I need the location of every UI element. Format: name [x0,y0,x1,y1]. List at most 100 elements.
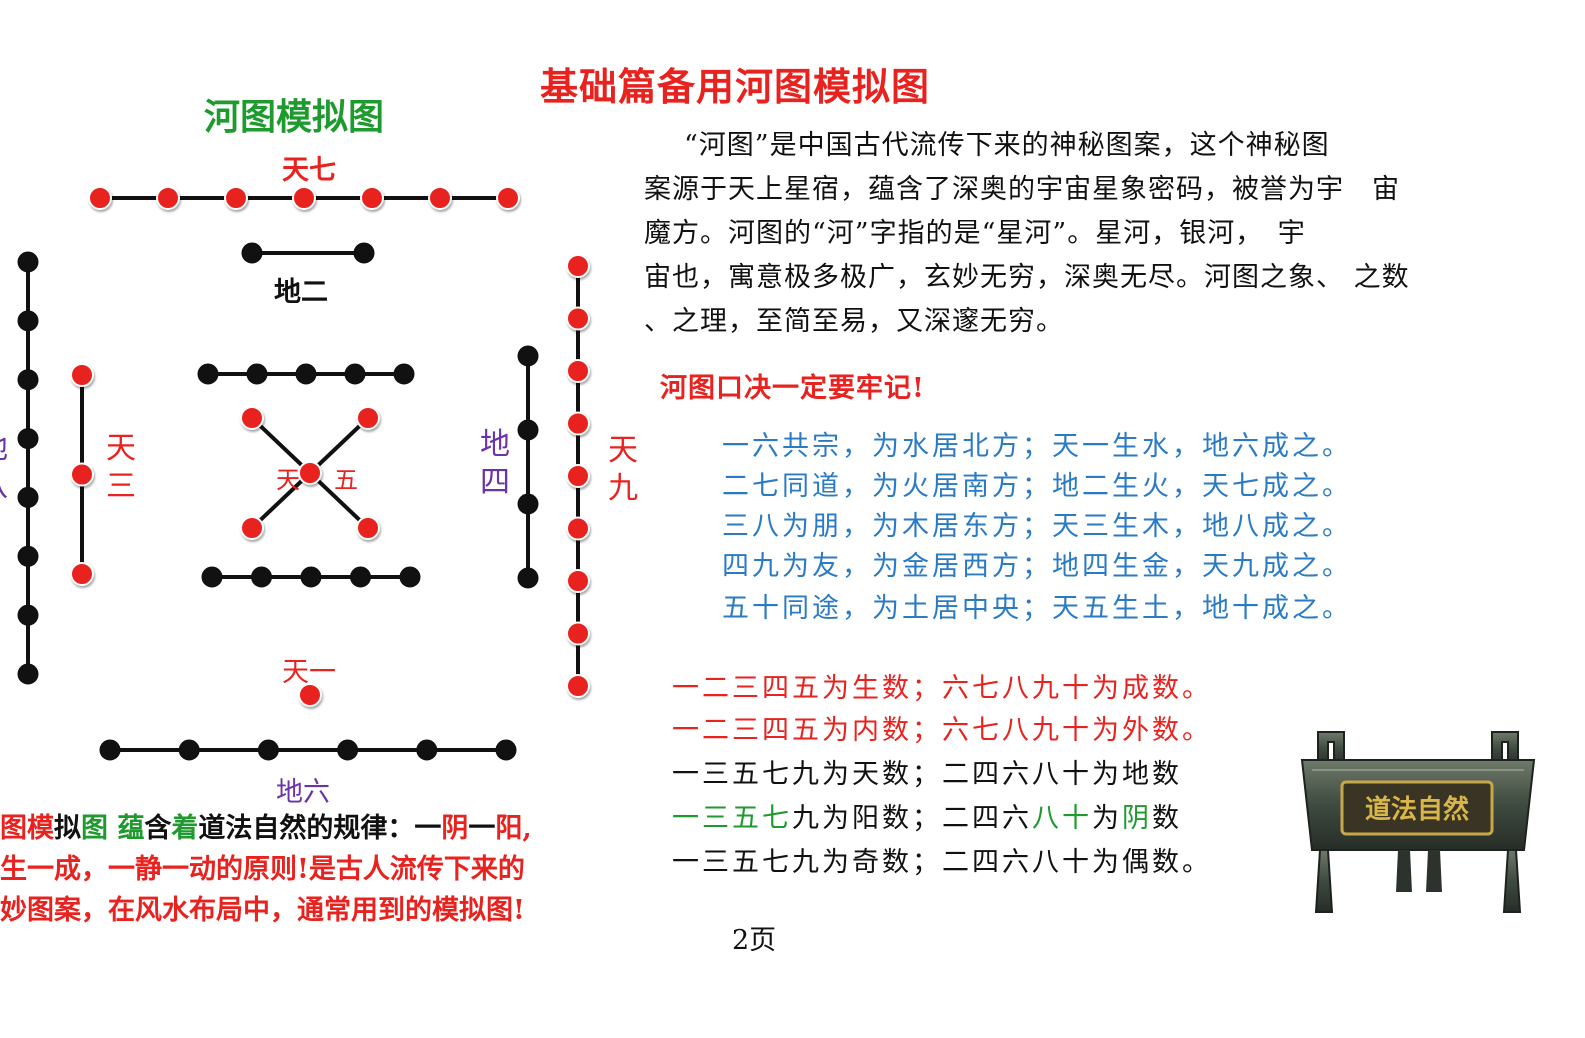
caption-1e: 着 [171,813,199,844]
numbers-line-2: 一二三四五为内数；六七八九十为外数。 [672,715,1212,746]
ding-plaque-text: 道法自然 [1365,794,1469,825]
numbers-line-3: 一三五七九为天数；二四六八十为地数 [672,759,1182,790]
caption-1f: 道法自然的规律：一 [198,813,442,844]
label-di-er: 地二 [274,277,328,308]
label-di-ba-char1: 地 [0,430,10,468]
numbers-line-4-c: 九为阳数；二四六 [792,803,1032,834]
caption-1a: 图模 [0,813,54,844]
caption-line-3: 妙图案，在风水布局中，通常用到的模拟图! [0,895,525,926]
di-liu-dot [337,739,359,761]
di-liu-dot [178,739,200,761]
di-shi-bottom-dot [350,566,371,588]
tian-qi-dot [292,186,316,210]
numbers-line-4-a: 一三五 [672,803,762,834]
tian-jiu-dot [566,306,590,331]
di-ba-dot [17,310,39,332]
tian-qi-dot [156,186,180,210]
verse-line-3: 三八为朋，为木居东方；天三生木，地八成之。 [722,511,1352,542]
tian-san-dot [70,363,94,387]
caption-1c: 图 蕴 [81,813,145,844]
label-tian-qi: 天七 [282,155,336,186]
page-title: 基础篇备用河图模拟图 [540,64,931,109]
numbers-line-4-g: 数 [1152,803,1182,834]
numbers-line-5: 一三五七九为奇数；二四六八十为偶数。 [672,847,1212,878]
caption-line-2: 生一成，一静一动的原则!是古人流传下来的 [0,854,525,885]
numbers-line-4-e: 为 [1092,803,1122,834]
tian-jiu-dot [566,359,590,383]
intro-line-3: 魔方。河图的“河”字指的是“星河”。星河，银河， 宇 [644,218,1306,249]
tian-qi-dot [496,186,520,210]
tian-yi-dot [298,683,322,707]
page-number: 2页 [732,925,777,956]
di-liu-dot [416,739,438,761]
verse-line-2: 二七同道，为火居南方；地二生火，天七成之。 [722,471,1352,502]
di-shi-bottom-dot [201,566,223,588]
numbers-line-1: 一二三四五为生数；六七八九十为成数。 [672,673,1212,704]
intro-line-2: 案源于天上星宿，蕴含了深奥的宇宙星象密码，被誉为宇 宙 [644,174,1400,205]
caption-1b: 拟 [54,813,81,844]
diagram-title: 河图模拟图 [204,96,385,138]
label-di-ba-char2: 八 [0,468,10,506]
verse-line-1: 一六共宗，为水居北方；天一生水，地六成之。 [722,431,1352,462]
numbers-line-4: 一三五七九为阳数；二四六八十为阴数 [672,796,1182,835]
di-ba-dot [17,545,39,567]
di-liu-dot [495,739,517,761]
tian-san-dot [70,562,94,586]
tian-wu-dot [298,461,322,485]
tian-jiu-dot [566,674,590,698]
intro-line-1: “河图”是中国古代流传下来的神秘图案，这个神秘图 [684,130,1330,161]
hetu-diagram: 天七 地二 天 三 地 四 天 九 地 八 天 五 天一 地六 [0,130,640,810]
intro-line-5: 、之理，至简至易，又深邃无穷。 [644,306,1064,337]
tian-jiu-dot [566,516,590,541]
di-liu-dot [257,739,279,761]
tian-jiu-dot [566,569,590,593]
di-ba-dot [17,604,39,626]
label-tian-jiu: 天 九 [606,432,640,508]
di-shi-top-dot [295,363,317,385]
tian-qi-dot [88,186,112,210]
di-ba-dot [17,369,39,391]
di-shi-bottom-dot [300,566,322,588]
tian-jiu-dot [566,621,590,646]
numbers-line-4-b: 七 [762,803,792,834]
tian-jiu-dot [566,254,590,278]
intro-line-4: 宙也，寓意极多极广，玄妙无穷，深奥无尽。河图之象、 之数 [644,262,1410,293]
caption-1h: 一 [468,813,496,844]
tian-san-dot [70,462,94,487]
caption-line-1: 图模拟图 蕴含着道法自然的规律：一阴一阳, [0,808,640,849]
intro-paragraph: “河图”是中国古代流传下来的神秘图案，这个神秘图 案源于天上星宿，蕴含了深奥的宇… [644,124,1564,344]
hetu-dots-graphic [17,186,590,761]
label-di-ba-cut: 地 八 [0,430,10,506]
tian-wu-dot [240,516,264,540]
tian-jiu-dot [566,411,590,436]
label-tian-jiu-char2: 九 [608,471,638,506]
di-shi-top-dot [197,363,219,385]
di-liu-dot [99,739,121,761]
tian-jiu-dot [566,464,590,488]
label-tian-wu-char1: 天 [276,466,300,494]
label-di-si: 地 四 [478,426,512,502]
di-er-dot [241,242,263,264]
verse-line-5: 五十同途，为土居中央；天五生土，地十成之。 [722,593,1352,624]
numbers-line-4-f: 阴 [1122,803,1152,834]
bronze-ding-image: 道法自然 [1300,731,1536,913]
caption-1d: 含 [144,813,172,844]
tian-qi-dot [360,186,384,210]
di-si-dot [517,419,539,441]
label-tian-san: 天 三 [104,430,138,506]
di-si-dot [517,493,539,515]
verse-line-4: 四九为友，为金居西方；地四生金，天九成之。 [722,551,1352,582]
label-tian-wu-char2: 五 [334,466,358,494]
label-tian-jiu-char1: 天 [608,433,638,468]
label-di-si-char1: 地 [480,427,510,462]
verse-title: 河图口决一定要牢记! [660,373,925,404]
di-shi-top-dot [393,363,415,385]
di-ba-dot [17,251,39,273]
di-ba-dot [17,663,39,685]
tian-qi-dot [224,186,248,210]
di-er-dot [353,242,375,264]
label-tian-san-char2: 三 [106,469,136,504]
di-shi-bottom-dot [251,566,272,588]
tian-wu-dot [240,406,264,430]
diagram-caption: 图模拟图 蕴含着道法自然的规律：一阴一阳, 生一成，一静一动的原则!是古人流传下… [0,808,640,931]
